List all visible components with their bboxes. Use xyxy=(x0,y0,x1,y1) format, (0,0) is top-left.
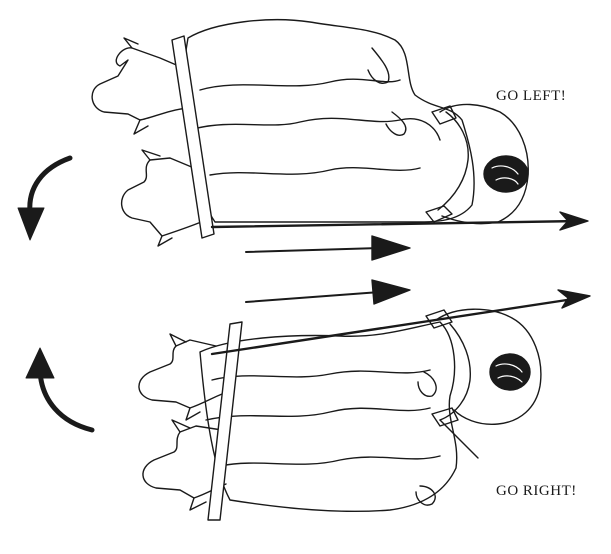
top-ox-hip-2 xyxy=(386,112,406,135)
top-curved-arrow-head xyxy=(18,208,44,240)
top-ox-head-1 xyxy=(92,48,188,120)
bottom-curved-arrow-shaft xyxy=(40,372,92,430)
top-driver-hand-upper xyxy=(432,106,456,124)
top-ox-horn-1b xyxy=(134,120,148,134)
top-ox-flank-line xyxy=(210,168,420,175)
top-curved-arrow-shaft xyxy=(30,158,70,212)
bottom-curved-arrow-head xyxy=(26,348,54,378)
bottom-ox-horn-1b xyxy=(186,408,200,420)
top-ox-horn-2a xyxy=(142,150,160,160)
bottom-driver-goad xyxy=(440,420,478,458)
bottom-ox-horn-2a xyxy=(172,420,190,432)
middle-arrow-2-head xyxy=(372,280,410,304)
top-yoke xyxy=(172,36,214,238)
middle-arrow-2-shaft xyxy=(246,292,380,302)
top-ox-horn-2b xyxy=(158,236,172,246)
top-ox-back-line xyxy=(200,79,400,90)
middle-arrow-1-head xyxy=(372,236,410,260)
top-driver-hat xyxy=(484,156,528,192)
top-ox-team xyxy=(92,20,474,246)
top-ox-body-outline xyxy=(184,20,474,222)
top-ox-horn-1a xyxy=(124,38,138,48)
go-left-label: GO LEFT! xyxy=(496,88,566,105)
bottom-ox-team xyxy=(139,322,457,511)
bottom-ox-flank-line xyxy=(220,456,440,466)
bottom-ox-horn-1a xyxy=(170,334,186,346)
bottom-driver-hat xyxy=(490,354,530,390)
top-ox-hip-1 xyxy=(368,48,389,83)
bottom-rein-line xyxy=(212,298,580,354)
bottom-rein-arrowhead xyxy=(558,290,590,308)
bottom-ox-hip-1 xyxy=(418,372,436,396)
middle-arrow-1-shaft xyxy=(246,248,380,252)
go-right-label: GO RIGHT! xyxy=(496,483,577,500)
bottom-ox-back-line xyxy=(212,370,430,380)
bottom-ox-seam xyxy=(206,408,430,420)
bottom-ox-horn-2b xyxy=(190,498,206,510)
bottom-ox-head-1 xyxy=(139,340,222,408)
